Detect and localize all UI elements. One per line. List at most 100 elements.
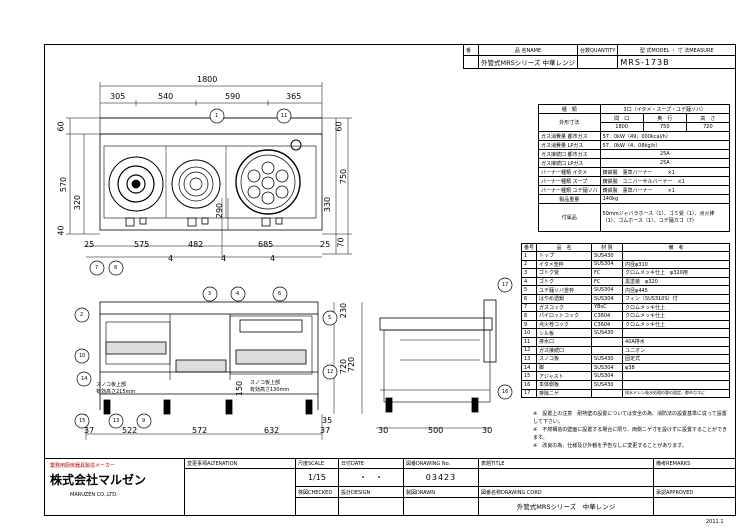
dim-bottom: 25 [320,240,331,249]
callout-label: 15 [79,418,86,424]
callout-label: 13 [113,418,120,424]
title-value [478,468,654,488]
dim-right: 750 [339,168,349,185]
dim-four: 4 [270,254,276,263]
callout-label: 1 [215,113,219,119]
plan-view [66,82,352,258]
callout-label: 17 [502,282,509,288]
callout-10 [74,348,90,364]
callout-5 [322,310,338,326]
callout-7 [89,260,105,276]
callout-label: 9 [142,418,146,424]
dim-290: 290 [215,202,225,219]
spec-value: 50mmジャバラホース（1）、ゴミ受（1）、点火棒（1）、ゴムホース（1）、ユデ… [599,203,731,232]
callouts [74,108,513,429]
scale-value: 1/15 [295,468,339,488]
dim-top-total: 1800 [197,75,218,84]
callout-label: 6 [278,291,282,297]
drain-label-1: スノコ板上部 有効高さ215mm [96,382,136,395]
callout-label: 7 [95,265,99,271]
dim-right: 330 [323,196,333,213]
approved-label: 承認APPROVED [653,486,736,498]
drawing-cord-label: 図番名称DRAWING CORD [478,486,654,498]
company-en: MARUZEN CO.,LTD. [70,492,118,498]
header-table: 番 品 名NAME 台数QUANTITY 型 式MODEL ・ 寸 法MEASU… [463,44,736,69]
approved-value [653,496,736,517]
callout-15 [74,413,90,429]
dim-front-right: 35 [322,416,333,425]
dim-right: 60 [334,121,344,132]
callout-label: 12 [327,369,334,375]
checked-label: 検図CHECKED [295,486,339,498]
drawing-frame [44,44,736,516]
parts-header: 材 質 [591,243,624,252]
alteration-value [184,468,296,516]
header-model-value: MRS-173B [617,55,736,69]
design-value [338,496,404,517]
dim-bottom: 685 [258,240,274,249]
note-1: ※ 設置上の注意 耐熱壁の設置については安全の為、消防法の設置基準に従って設置し… [533,411,727,425]
dim-side-height: 720 [347,356,357,373]
dim-front-bottom: 572 [192,426,208,435]
dim-top-seg: 305 [110,92,126,101]
callout-label: 10 [79,353,86,359]
dim-bottom: 575 [134,240,150,249]
design-label: 設計DESIGN [338,486,404,498]
callout-9 [136,413,152,429]
callout-label: 3 [208,291,212,297]
callout-label: 8 [114,265,118,271]
alteration-label: 変更事項ALTERATION [184,457,296,470]
callout-label: 5 [328,315,332,321]
callout-1 [209,108,225,124]
spec-label: 付属品 [538,203,601,232]
parts-header: 備 考 [622,243,730,252]
dim-side-bottom: 500 [428,426,444,435]
date-value: ・ ・ [338,468,404,488]
front-view [85,301,335,440]
callout-13 [108,413,124,429]
callout-17 [497,277,513,293]
dim-front-bottom: 632 [264,426,280,435]
dim-front-right: 230 [339,302,349,319]
dim-four: 4 [221,254,227,263]
callout-label: 16 [502,389,509,395]
dim-bottom: 482 [188,240,204,249]
note-2: ※ 不燃構造の壁面に設置する場合に限り、両側ニゲ寸を設けずに設置することができま… [533,427,727,441]
drawn-label: 製図DRAWN [403,486,479,498]
scale-label: 尺度SCALE [295,457,339,470]
callout-2 [74,307,90,323]
company-name: 株式会社マルゼン [50,473,147,487]
callout-14 [76,371,92,387]
callout-label: 14 [81,376,88,382]
note-3: ※ 改良の為、仕様及び外観を予告なしに変更することがあります。 [533,443,687,449]
dim-front-bottom: 522 [122,426,138,435]
callout-label: 2 [80,312,84,318]
dim-left: 570 [59,176,69,193]
callout-12 [322,364,338,380]
dim-front-bottom: 37 [320,426,331,435]
callout-16 [497,384,513,400]
remarks-label: 備考REMARKS [653,457,736,470]
parts-header: 番号 [520,243,538,252]
date-label: 日付DATE [338,457,404,470]
dim-right: 70 [336,237,346,248]
drawn-value [403,496,479,517]
drain-label-2: スノコ板上部 有効高さ130mm [250,380,290,393]
dim-bottom: 25 [84,240,95,249]
spec-table: 種 類 3口（イタメ・スープ・ユデ麺ソバ） 外形寸法 間 口 奥 行 高 さ 1… [538,104,731,232]
dim-four: 4 [168,254,174,263]
dim-left: 60 [56,121,66,132]
dim-top-seg: 365 [286,92,302,101]
year: 2011.1 [706,519,724,525]
callout-6 [272,286,288,302]
remarks-value [653,468,736,488]
drawing-no-label: 図番DRAWING No. [403,457,479,470]
company-tagline: 業務用厨房器具製造メーカー [50,463,116,469]
company-block: 業務用厨房器具製造メーカー 株式会社マルゼン MARUZEN CO.,LTD. [44,458,185,516]
drawing-no-value: 03423 [403,468,479,488]
checked-value [295,496,339,517]
dim-left: 320 [73,194,83,211]
parts-cell [591,388,624,399]
title-grid: 変更事項ALTERATION 尺度SCALE 日付DATE 図番DRAWING … [184,457,736,517]
